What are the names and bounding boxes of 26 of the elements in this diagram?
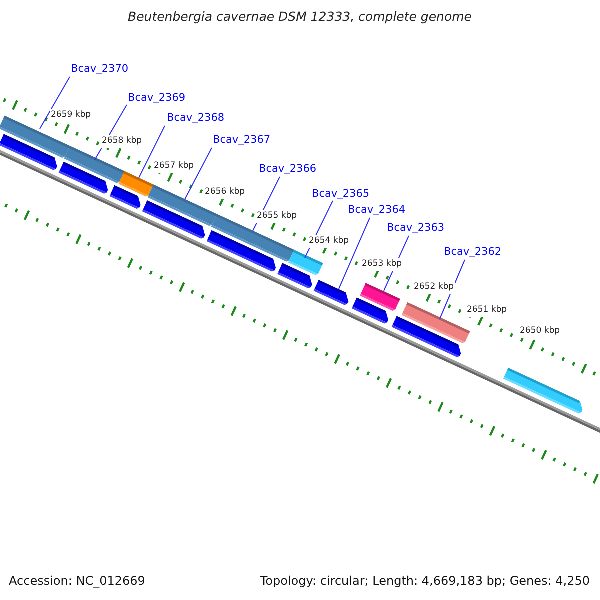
accession-text: Accession: NC_012669 (9, 575, 146, 588)
gene-label: Bcav_2369 (128, 92, 186, 105)
gene-label: Bcav_2367 (213, 134, 271, 147)
gene-label: Bcav_2362 (444, 246, 502, 259)
scale-label: 2653 kbp (361, 258, 404, 271)
scale-label: 2657 kbp (153, 160, 196, 173)
scale-label: 2652 kbp (413, 281, 456, 294)
scale-label: 2656 kbp (204, 186, 246, 199)
scale-label: 2659 kbp (50, 109, 92, 122)
genome-stats-text: Topology: circular; Length: 4,669,183 bp; Genes: 4,250 (260, 575, 590, 588)
scale-label: 2655 kbp (256, 210, 298, 223)
leader-line (184, 148, 212, 200)
gene-label: Bcav_2363 (387, 222, 445, 235)
leader-line (138, 126, 166, 178)
scale-label: 2654 kbp (308, 235, 350, 248)
gene-label: Bcav_2364 (348, 204, 406, 217)
scale-label: 2651 kbp (466, 304, 508, 317)
gene-label: Bcav_2370 (71, 63, 129, 76)
scale-label: 2650 kbp (519, 325, 562, 338)
gene-label: Bcav_2366 (259, 163, 317, 176)
gene-label: Bcav_2365 (312, 188, 370, 201)
gene-block (314, 280, 349, 306)
scale-label: 2658 kbp (101, 135, 144, 148)
map-title: Beutenbergia cavernae DSM 12333, complete genome (127, 10, 473, 23)
leader-line (338, 218, 370, 290)
gene-label: Bcav_2368 (167, 112, 225, 125)
